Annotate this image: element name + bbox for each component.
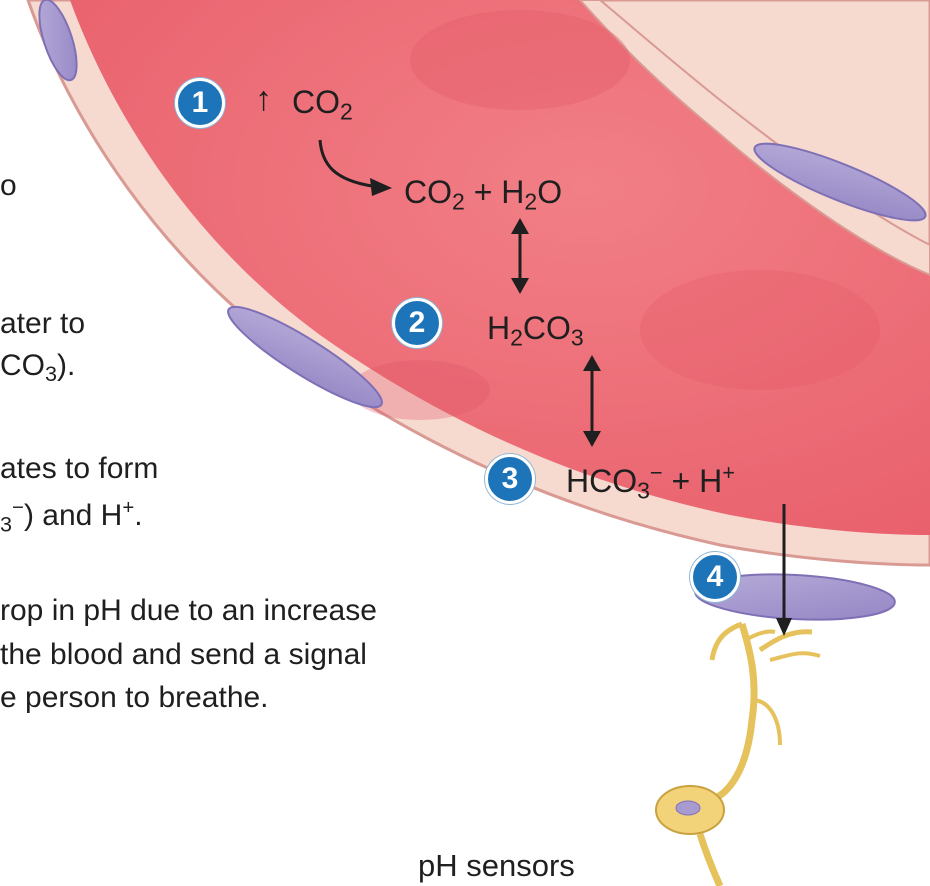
lumen-shade: [410, 10, 630, 110]
cell-nucleus: [753, 142, 927, 222]
ph-sensor-neuron: [655, 621, 821, 886]
left-text-line: 3−) and H+.: [0, 497, 143, 537]
step-badge-2: 2: [392, 298, 442, 348]
left-text-line: rop in pH due to an increase: [0, 594, 377, 627]
lumen-shade: [640, 270, 880, 390]
up-arrow-icon: ↑: [255, 80, 272, 118]
step-2-label: H2CO3: [487, 310, 584, 351]
step-badge-4: 4: [690, 552, 740, 602]
cell-nucleus: [38, 0, 78, 82]
left-text-line: o: [0, 169, 17, 202]
lumen-shade: [350, 360, 490, 420]
double-arrow-2-head-down: [583, 431, 601, 447]
left-text-line: ater to: [0, 307, 86, 340]
step-1-label: CO2: [292, 84, 353, 125]
double-arrow-1-head-down: [511, 278, 529, 294]
cell-nucleus: [227, 305, 383, 409]
equation-co2-h2o: CO2 + H2O: [404, 174, 563, 215]
curved-arrow: [318, 139, 373, 188]
double-arrow-2-head-up: [583, 355, 601, 371]
double-arrow-1-head-up: [511, 218, 529, 234]
left-text-line: e person to breathe.: [0, 681, 269, 714]
vessel-lumen: [70, 0, 930, 535]
ph-sensors-label: pH sensors: [418, 848, 575, 883]
left-text-line: CO3).: [0, 349, 76, 387]
left-text-line: ates to form: [0, 452, 159, 485]
left-text-line: the blood and send a signal: [0, 638, 367, 671]
step-badge-1: 1: [175, 78, 225, 128]
step-badge-3: 3: [485, 454, 535, 504]
step-3-label: HCO3− + H+: [566, 460, 735, 504]
arrow-to-sensor-head: [776, 618, 792, 636]
curved-arrow-head: [370, 178, 392, 196]
